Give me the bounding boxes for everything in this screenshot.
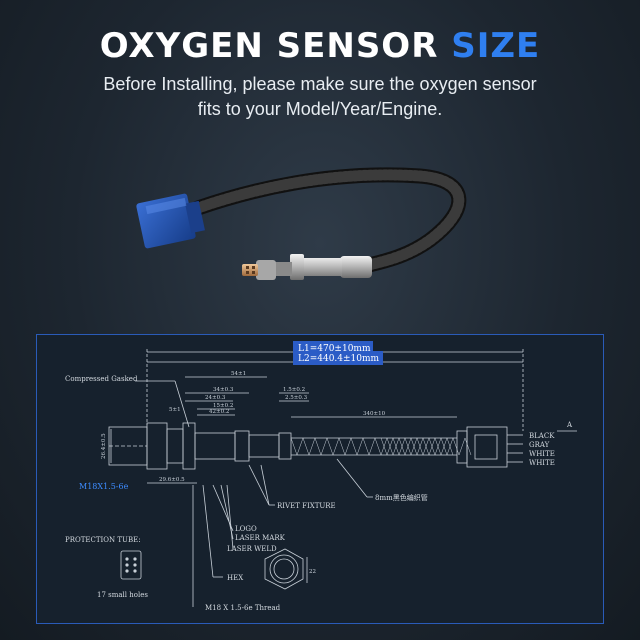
dim-16a: 1.5±0.2 — [283, 387, 305, 393]
small-holes-label: 17 small holes — [97, 591, 148, 599]
braid-note-label: 8mm黑色编织管 — [375, 493, 428, 502]
thread-size-label: M18X1.5-6e — [79, 482, 129, 491]
l1-label: L1=470±10mm — [298, 344, 371, 354]
section-label: A — [566, 421, 573, 429]
rivet-fixture-label: RIVET FIXTURE — [277, 502, 336, 510]
wire-label-1: BLACK — [529, 432, 555, 440]
subtitle-line-2: fits to your Model/Year/Engine. — [197, 99, 443, 119]
logo-label: LOGO — [235, 525, 257, 533]
compressed-gasket-label: Compressed Gasked — [65, 375, 138, 383]
sensor-body — [242, 254, 372, 280]
hex-label: HEX — [227, 574, 243, 582]
dim-hex: 22 — [309, 569, 316, 575]
l2-label: L2=440.4±10mm — [298, 354, 380, 364]
dim-25: 2.5±0.3 — [285, 395, 308, 401]
dim-264: 26.4±0.5 — [101, 433, 107, 459]
wire-label-4: WHITE — [529, 459, 555, 467]
dim-29: 29.6±0.5 — [159, 477, 185, 483]
thread-note-label: M18 X 1.5-6e Thread — [205, 604, 281, 612]
dim-5: 5±1 — [169, 407, 181, 413]
connector-plug — [136, 193, 205, 249]
sensor-photo — [136, 167, 467, 280]
laser-mark-label: LASER MARK — [235, 534, 286, 542]
wire-label-2: GRAY — [529, 441, 550, 449]
dim-54: 54±1 — [231, 371, 246, 377]
title-main: OXYGEN SENSOR — [99, 26, 439, 66]
subtitle: Before Installing, please make sure the … — [20, 72, 620, 122]
dim-340: 340±10 — [363, 411, 386, 417]
l2-box — [293, 351, 383, 365]
page-title: OXYGEN SENSOR SIZE — [0, 26, 640, 66]
technical-drawing: L1=470±10mm L2=440.4±10mm 54±1 34±0.3 24… — [36, 334, 604, 624]
wire-label-3: WHITE — [529, 450, 555, 458]
dim-15: 15±0.2 — [213, 403, 233, 409]
dim-42: 42±0.2 — [209, 409, 229, 415]
dim-34: 34±0.3 — [213, 387, 234, 393]
subtitle-line-1: Before Installing, please make sure the … — [103, 74, 537, 94]
laser-weld-label: LASER WELD — [227, 545, 277, 553]
protection-tube-label: PROTECTION TUBE: — [65, 536, 141, 544]
title-accent: SIZE — [451, 26, 541, 66]
dim-24: 24±0.3 — [205, 395, 226, 401]
